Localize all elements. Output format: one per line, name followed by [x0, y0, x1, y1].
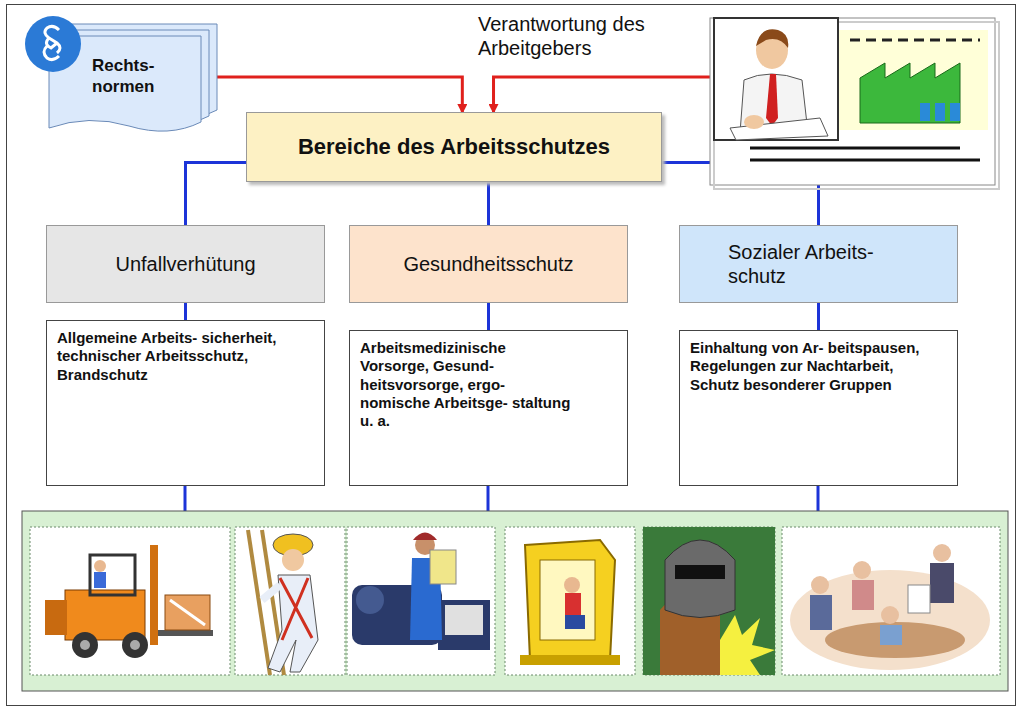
connector — [662, 161, 710, 164]
node-label: Gesundheitsschutz — [403, 252, 573, 276]
node-label: Arbeitsmedizinische Vorsorge, Gesund- he… — [360, 339, 575, 430]
connector — [487, 182, 490, 225]
area-box: Sozialer Arbeits- schutz — [679, 225, 958, 303]
node-label: Sozialer Arbeits- schutz — [728, 240, 908, 289]
node-label: Einhaltung von Ar- beitspausen, Regelung… — [690, 339, 940, 394]
description-box: Einhaltung von Ar- beitspausen, Regelung… — [679, 330, 958, 486]
connector — [185, 77, 462, 112]
node-label: Unfallverhütung — [115, 252, 255, 276]
node-label: Rechts- normen — [92, 56, 170, 97]
document-node: Rechts- normen — [45, 18, 220, 130]
node-label: Allgemeine Arbeits- sicherheit, technisc… — [57, 329, 287, 384]
connector — [494, 77, 710, 112]
employer-picture: Verantwortung des Arbeitgebers — [710, 18, 995, 185]
description-box: Allgemeine Arbeits- sicherheit, technisc… — [46, 320, 325, 486]
area-box: Unfallverhütung — [46, 225, 325, 303]
node-label: Bereiche des Arbeitsschutzes — [298, 134, 610, 161]
connector — [487, 303, 490, 330]
area-box: Gesundheitsschutz — [349, 225, 628, 303]
connector — [817, 185, 820, 225]
title-box: Bereiche des Arbeitsschutzes — [246, 112, 662, 182]
connector — [186, 162, 247, 225]
connector — [184, 303, 187, 320]
node-artwork — [710, 18, 995, 185]
description-box: Arbeitsmedizinische Vorsorge, Gesund- he… — [349, 330, 628, 486]
node-label: Verantwortung des Arbeitgebers — [478, 12, 693, 61]
connector — [817, 303, 820, 330]
